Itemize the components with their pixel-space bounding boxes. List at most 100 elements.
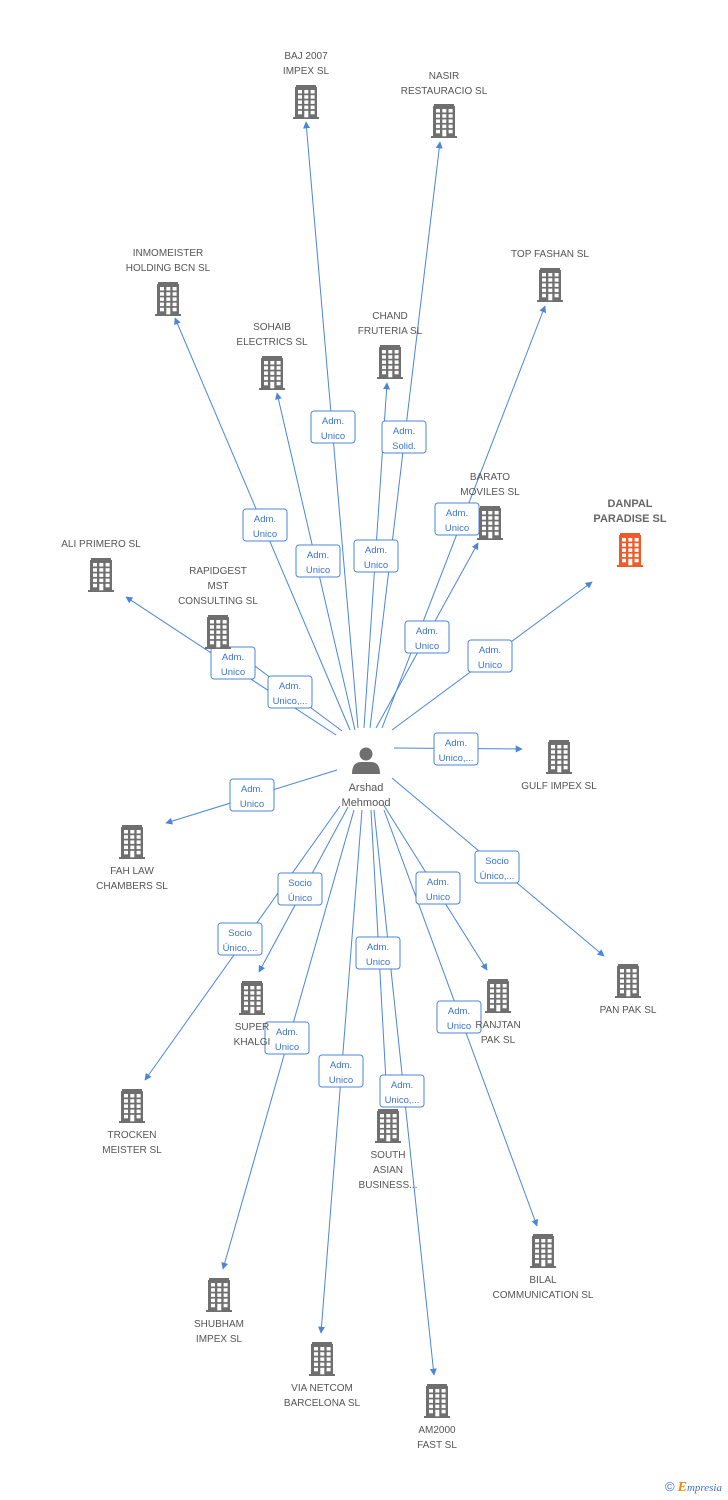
company-name-line: BAJ 2007 [284, 51, 328, 62]
company-name-line: PAK SL [481, 1035, 516, 1046]
edge-label-rapidgest[interactable]: Adm.Unico,... [267, 675, 313, 709]
company-name-line: FAH LAW [110, 866, 154, 877]
building-icon [119, 825, 145, 859]
edge-label-sohaib[interactable]: Adm.Unico [295, 544, 341, 578]
edge-label-line: Adm. [416, 626, 438, 637]
company-name-line: NASIR [429, 71, 460, 82]
edge-label-gulf[interactable]: Adm.Unico,... [433, 732, 479, 766]
company-name-line: RAPIDGEST [189, 566, 247, 577]
edge-label-inmomeister[interactable]: Adm.Unico [242, 508, 288, 542]
company-name-line: BUSINESS... [359, 1180, 418, 1191]
edge-label-aliprimero[interactable]: Adm.Unico [210, 646, 256, 680]
company-node-aliprimero[interactable]: ALI PRIMERO SL [61, 539, 141, 592]
company-name-line: CHAND [372, 311, 408, 322]
company-name-line: INMOMEISTER [133, 248, 204, 259]
edge-label-box [210, 646, 256, 680]
company-name-line: PAN PAK SL [600, 1005, 657, 1016]
edge-label-box [415, 871, 461, 905]
edge-label-line: Unico [253, 529, 277, 540]
edge-label-trocken[interactable]: SocioÚnico,... [217, 922, 263, 956]
company-name-line: SUPER [235, 1022, 269, 1033]
company-name-line: COMMUNICATION SL [493, 1290, 594, 1301]
edge-label-nasir[interactable]: Adm.Solid. [381, 420, 427, 454]
company-node-topfashan[interactable]: TOP FASHAN SL [511, 249, 589, 302]
edge-label-line: Unico,... [385, 1095, 420, 1106]
edge-label-box [355, 936, 401, 970]
edge-label-box [229, 778, 275, 812]
company-name-line: MEISTER SL [102, 1145, 162, 1156]
building-icon [88, 558, 114, 592]
edge-label-barato[interactable]: Adm. Unico [404, 620, 450, 654]
edge-label-line: Adm. [448, 1006, 470, 1017]
edge-label-panpak[interactable]: SocioÚnico,... [474, 850, 520, 884]
edge-label-line: Adm. [445, 738, 467, 749]
edge-label-bilal[interactable]: Adm. Unico [436, 1000, 482, 1034]
edge-label-line: Adm. [276, 1027, 298, 1038]
edge-label-danpal[interactable]: Adm. Unico [467, 639, 513, 673]
company-name-line: DANPAL [607, 498, 652, 510]
company-node-gulf[interactable]: GULF IMPEX SL [521, 740, 597, 792]
edge-label-southasian[interactable]: Adm.Unico [355, 936, 401, 970]
company-name-line: ELECTRICS SL [236, 337, 308, 348]
edge-label-line: Unico [447, 1021, 471, 1032]
edge-label-chand[interactable]: Adm.Unico [353, 539, 399, 573]
company-name-line: RESTAURACIO SL [401, 86, 488, 97]
edge-label-line: Unico [275, 1042, 299, 1053]
edge-label-line: Unico [426, 892, 450, 903]
building-icon [205, 615, 231, 649]
edge-label-line: Adm. [241, 784, 263, 795]
edge-label-line: Adm. [391, 1080, 413, 1091]
edge-label-ranjtan[interactable]: Adm.Unico [415, 871, 461, 905]
edge-label-am2000[interactable]: Adm. Unico,... [379, 1074, 425, 1108]
edge-label-vianetcom[interactable]: Adm.Unico [318, 1054, 364, 1088]
edge-label-line: Socio [228, 928, 252, 939]
edge-label-baj2007[interactable]: Adm.Unico [310, 410, 356, 444]
copyright[interactable]: © Empresia [665, 1479, 722, 1496]
edge-label-box [310, 410, 356, 444]
building-icon [375, 1109, 401, 1143]
building-icon [431, 104, 457, 138]
edge-label-topfashan[interactable]: Adm.Unico [434, 502, 480, 536]
edge-label-line: Unico [364, 560, 388, 571]
company-node-nasir[interactable]: NASIR RESTAURACIO SL [401, 71, 488, 138]
company-node-panpak[interactable]: PAN PAK SL [600, 964, 657, 1016]
edge-label-line: Adm. [479, 645, 501, 656]
company-name-line: TOP FASHAN SL [511, 249, 589, 260]
building-icon [485, 979, 511, 1013]
person-name-last: Mehmood [342, 797, 391, 809]
edge-label-line: Unico [415, 641, 439, 652]
company-name-line: GULF IMPEX SL [521, 781, 597, 792]
edge-label-box [217, 922, 263, 956]
edge-label-line: Adm. [322, 416, 344, 427]
edge-label-line: Unico [306, 565, 330, 576]
edge-label-line: Unico [445, 523, 469, 534]
company-name-line: VIA NETCOM [291, 1383, 353, 1394]
edge-label-box [467, 639, 513, 673]
company-name-line: CONSULTING SL [178, 596, 258, 607]
edge-label-shubham[interactable]: Adm. Unico [264, 1021, 310, 1055]
edge-label-fahlaw[interactable]: Adm.Unico [229, 778, 275, 812]
edge-label-line: Unico [478, 660, 502, 671]
company-name-line: SOUTH [371, 1150, 406, 1161]
company-name-line: SHUBHAM [194, 1319, 244, 1330]
company-node-southasian[interactable]: SOUTHASIANBUSINESS... [359, 1109, 418, 1191]
